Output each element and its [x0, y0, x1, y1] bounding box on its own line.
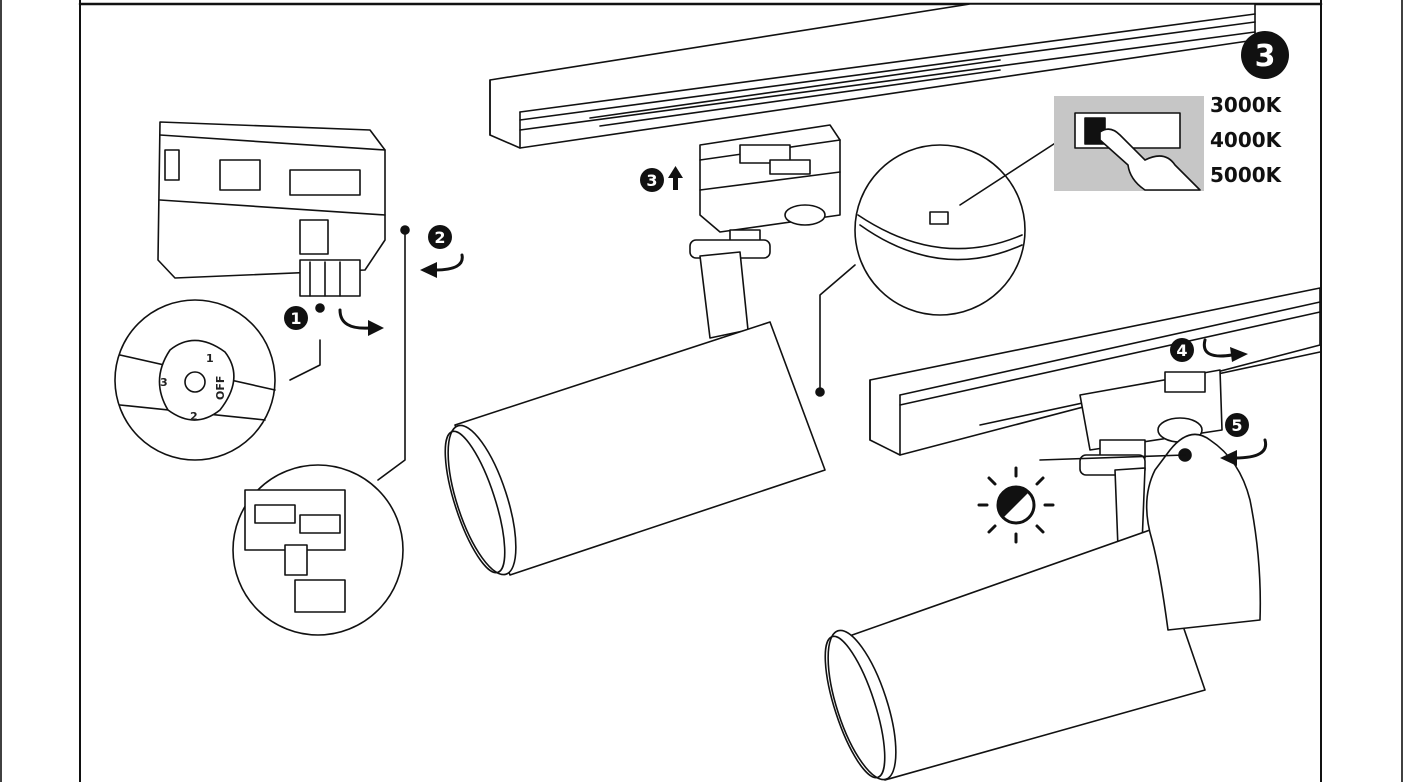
brightness-plus-minus-icon — [977, 466, 1055, 544]
callout-5: 5 — [1225, 413, 1249, 437]
cct-label-4000k: 4000K — [1210, 128, 1283, 152]
leader-dot-1 — [315, 303, 325, 313]
leader-dot-2 — [400, 225, 410, 235]
spotlight-center — [444, 239, 826, 576]
leader-line-1 — [289, 339, 321, 381]
cct-switch-panel — [1054, 96, 1204, 191]
cct-label-5000k: 5000K — [1210, 163, 1283, 187]
svg-text:2: 2 — [434, 228, 445, 247]
leader-line-2 — [377, 229, 406, 481]
dial-position-3: 3 — [160, 376, 168, 389]
callout-2: 2 — [428, 225, 452, 249]
curved-arrow-icon-4 — [1202, 338, 1248, 362]
dial-position-1: 1 — [206, 352, 214, 365]
spotlight-right — [824, 467, 1206, 781]
leader-line-5 — [1039, 454, 1186, 461]
cct-label-3000k: 3000K — [1210, 93, 1283, 117]
step-badge: 3 — [1241, 31, 1289, 79]
zoom-detail-circle — [854, 144, 1026, 316]
step-badge-number: 3 — [1255, 39, 1276, 74]
svg-text:4: 4 — [1176, 341, 1187, 360]
right-track-rail — [869, 287, 1321, 456]
leader-dot-3 — [815, 387, 825, 397]
dial-position-off: OFF — [214, 376, 227, 400]
right-adapter — [1079, 369, 1223, 476]
svg-text:5: 5 — [1231, 416, 1242, 435]
callout-4: 4 — [1170, 338, 1194, 362]
center-adapter — [699, 124, 841, 245]
up-arrow-icon — [668, 166, 683, 190]
leader-line-switch — [959, 139, 1061, 206]
hand-pointer-icon — [1099, 128, 1201, 191]
curved-arrow-icon-5 — [1220, 438, 1268, 466]
dial-detail-circle: 1 2 3 OFF — [114, 299, 276, 461]
top-track-rail — [489, 3, 1256, 149]
curved-arrow-icon-2 — [420, 253, 464, 278]
dial-position-2: 2 — [190, 410, 198, 423]
callout-1: 1 — [284, 306, 308, 330]
curved-arrow-icon-1 — [338, 308, 384, 336]
adapter-detail-circle — [232, 464, 404, 636]
leader-line-3 — [819, 264, 856, 391]
callout-3: 3 — [640, 168, 664, 192]
left-adapter — [157, 121, 386, 297]
hand-adjusting-icon — [1145, 433, 1262, 631]
svg-text:1: 1 — [290, 309, 301, 328]
svg-text:3: 3 — [646, 171, 657, 190]
